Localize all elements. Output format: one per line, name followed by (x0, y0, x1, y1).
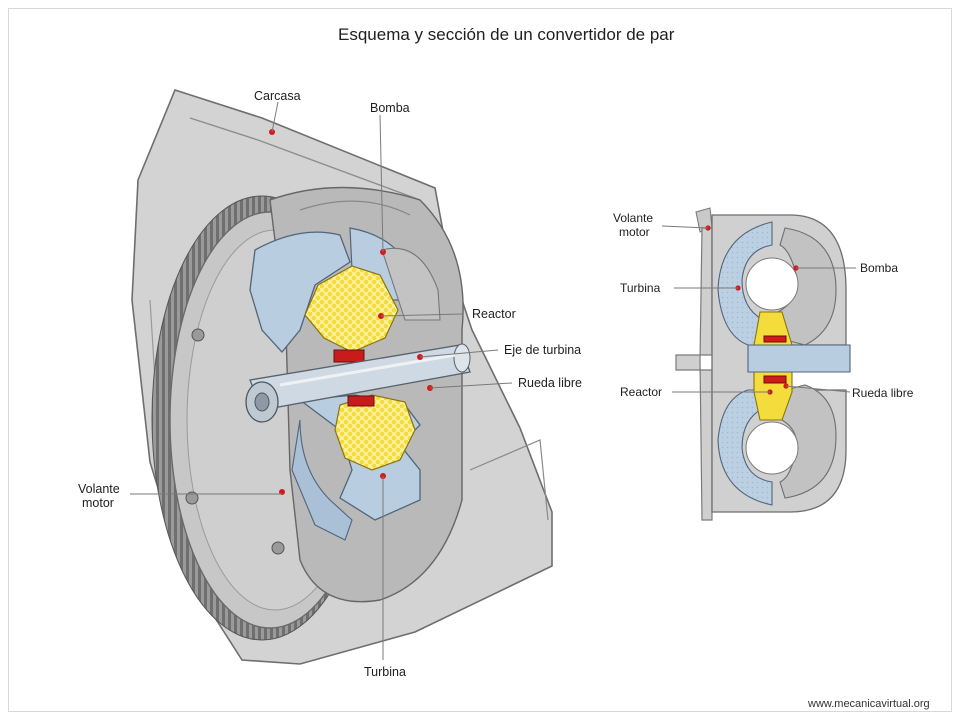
schematic-label-volante-line2: motor (619, 225, 650, 239)
reactor-lower (334, 394, 416, 471)
label-reactor: Reactor (472, 307, 516, 321)
turbine-section-upper (249, 231, 351, 353)
main-leaders (130, 101, 513, 660)
schematic-label-bomba: Bomba (860, 261, 898, 275)
schematic-turbina-lower (717, 389, 773, 506)
reactor-upper (304, 265, 399, 353)
schematic-leaders (661, 225, 856, 393)
schematic-section (675, 207, 851, 521)
schematic-label-turbina: Turbina (620, 281, 661, 295)
schematic-label-volante-line1: Volante (613, 211, 653, 225)
label-turbina: Turbina (364, 665, 406, 679)
figure-title: Esquema y sección de un convertidor de p… (338, 25, 675, 44)
schematic-eje (747, 344, 851, 373)
schematic-label-reactor: Reactor (620, 385, 662, 399)
schematic-label-rueda-libre: Rueda libre (852, 386, 914, 400)
source-url: www.mecanicavirtual.org (807, 698, 930, 710)
label-volante-line2: motor (82, 496, 114, 510)
label-volante-line1: Volante (78, 482, 120, 496)
label-eje-de-turbina: Eje de turbina (504, 343, 581, 357)
label-rueda-libre: Rueda libre (518, 376, 582, 390)
page-frame (8, 8, 952, 712)
cutaway-illustration (131, 89, 553, 665)
label-carcasa: Carcasa (254, 89, 301, 103)
label-bomba: Bomba (370, 101, 410, 115)
